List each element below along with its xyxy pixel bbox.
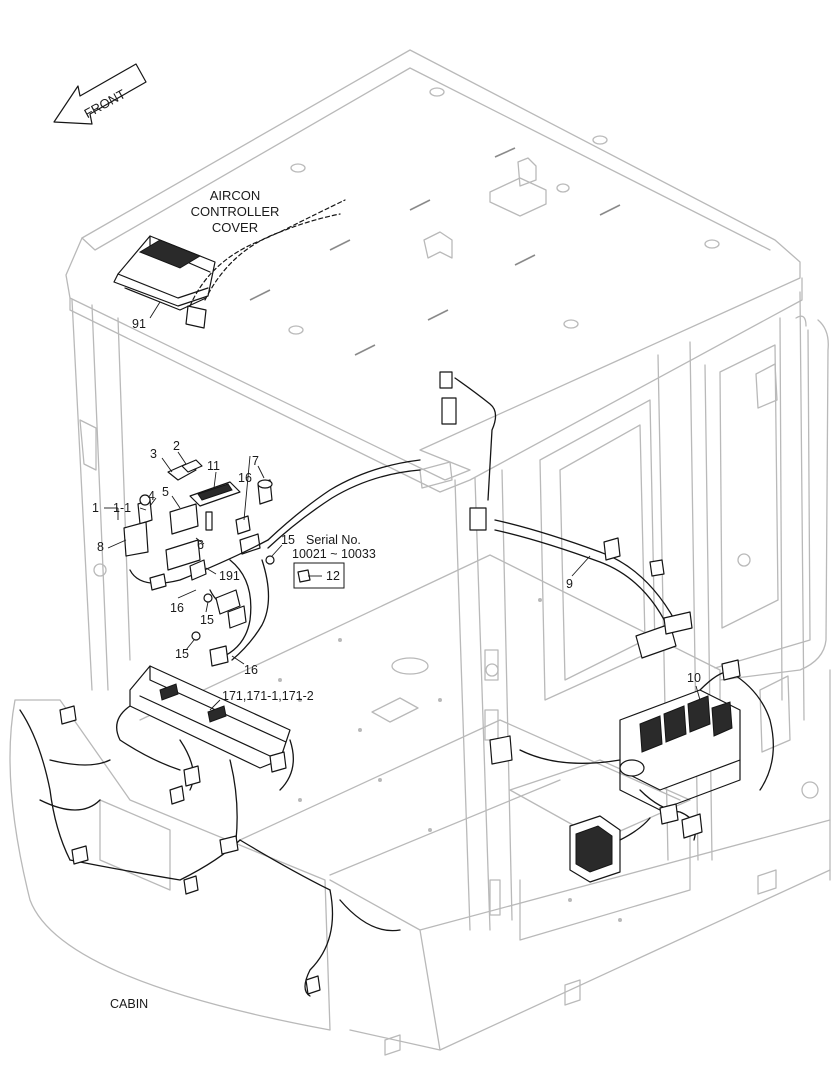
callout-15-low: 15 <box>175 647 189 661</box>
instrument-cluster <box>129 665 291 769</box>
callout-16-low: 16 <box>244 663 258 677</box>
callout-1: 1 <box>92 501 99 515</box>
serial-note-line1: Serial No. <box>306 533 361 547</box>
aircon-note-line2: CONTROLLER <box>191 204 280 219</box>
callout-91: 91 <box>132 317 146 331</box>
aircon-note-line3: COVER <box>212 220 258 235</box>
callout-1-1: 1-1 <box>113 501 131 515</box>
callout-5: 5 <box>162 485 169 499</box>
aircon-controller-unit <box>113 235 216 311</box>
callout-10: 10 <box>687 671 701 685</box>
cabin-label: CABIN <box>110 997 148 1011</box>
callout-15-mid: 15 <box>200 613 214 627</box>
callout-2: 2 <box>173 439 180 453</box>
callout-16-mid: 16 <box>170 601 184 615</box>
callout-9: 9 <box>566 577 573 591</box>
callout-191: 191 <box>219 569 240 583</box>
callout-171: 171,171-1,171-2 <box>222 689 314 703</box>
serial-note-line2: 10021 ~ 10033 <box>292 547 376 561</box>
callout-11: 11 <box>207 459 220 473</box>
fuse-relay-box <box>619 689 741 811</box>
serial-note: Serial No. 10021 ~ 10033 12 <box>292 533 376 589</box>
callout-8: 8 <box>97 540 104 554</box>
callout-12: 12 <box>326 569 340 583</box>
front-direction-arrow: FRONT <box>53 63 147 125</box>
cabin-structure <box>9 49 831 1056</box>
callout-7: 7 <box>252 454 259 468</box>
callout-labels: AIRCON CONTROLLER COVER 91 2 3 11 7 1 1-… <box>92 188 701 1011</box>
leader-lines <box>104 301 701 711</box>
serial-callout-box <box>293 562 345 589</box>
callout-4: 4 <box>148 489 155 503</box>
floor-bolt-dots <box>278 598 622 922</box>
electrical-parts <box>19 199 774 997</box>
callout-16-top: 16 <box>238 471 252 485</box>
aircon-note-line1: AIRCON <box>210 188 261 203</box>
callout-6: 6 <box>197 538 204 552</box>
callout-15-top: 15 <box>281 533 295 547</box>
callout-3: 3 <box>150 447 157 461</box>
